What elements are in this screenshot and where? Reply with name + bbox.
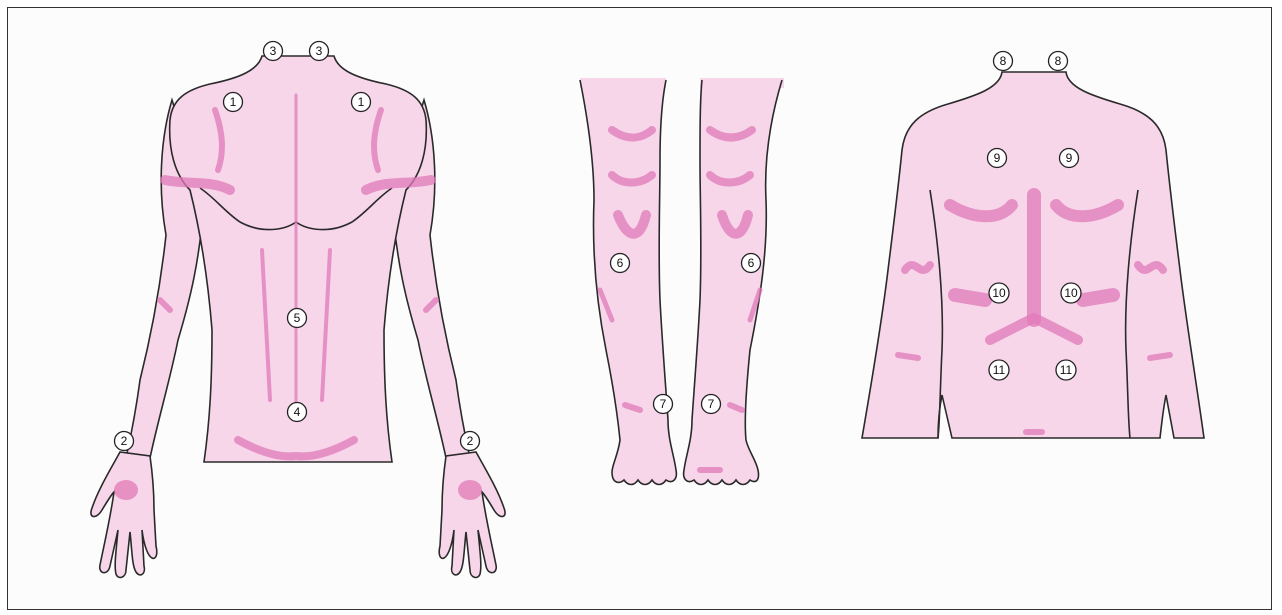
marker-10-left: 10 [989, 283, 1009, 303]
svg-text:7: 7 [708, 397, 715, 411]
svg-text:11: 11 [1060, 363, 1073, 377]
marker-8-left: 8 [994, 52, 1013, 71]
marker-11-left: 11 [989, 360, 1009, 380]
marker-4: 4 [288, 403, 307, 422]
svg-text:2: 2 [467, 434, 474, 448]
marker-2-left: 2 [115, 432, 134, 451]
front-right-hand [439, 452, 505, 577]
svg-text:2: 2 [121, 434, 128, 448]
back-torso-view [862, 72, 1204, 438]
svg-text:10: 10 [1064, 286, 1078, 300]
svg-text:5: 5 [294, 311, 301, 325]
svg-text:7: 7 [660, 397, 667, 411]
svg-text:3: 3 [270, 44, 277, 58]
svg-text:3: 3 [316, 44, 323, 58]
marker-3-left: 3 [264, 42, 283, 61]
svg-text:1: 1 [358, 95, 365, 109]
svg-text:9: 9 [1066, 151, 1073, 165]
front-torso [170, 56, 427, 462]
svg-text:6: 6 [617, 256, 624, 270]
marker-6-right: 6 [742, 254, 761, 273]
front-left-hand [91, 452, 157, 577]
marker-8-right: 8 [1049, 52, 1068, 71]
marker-5: 5 [288, 309, 307, 328]
svg-text:4: 4 [294, 405, 301, 419]
svg-text:8: 8 [1000, 54, 1007, 68]
marker-10-right: 10 [1061, 283, 1081, 303]
svg-text:9: 9 [994, 151, 1001, 165]
svg-text:11: 11 [993, 363, 1006, 377]
marker-11-right: 11 [1056, 360, 1076, 380]
marker-3-right: 3 [310, 42, 329, 61]
marker-2-right: 2 [461, 432, 480, 451]
marker-7-left: 7 [654, 395, 673, 414]
marker-1-left: 1 [224, 93, 243, 112]
marker-1-right: 1 [352, 93, 371, 112]
svg-text:8: 8 [1055, 54, 1062, 68]
marker-7-right: 7 [702, 395, 721, 414]
marker-6-left: 6 [611, 254, 630, 273]
front-legs-view [580, 78, 784, 485]
svg-text:1: 1 [230, 95, 237, 109]
svg-text:6: 6 [748, 256, 755, 270]
marker-9-left: 9 [988, 149, 1007, 168]
svg-text:10: 10 [992, 286, 1006, 300]
marker-9-right: 9 [1060, 149, 1079, 168]
